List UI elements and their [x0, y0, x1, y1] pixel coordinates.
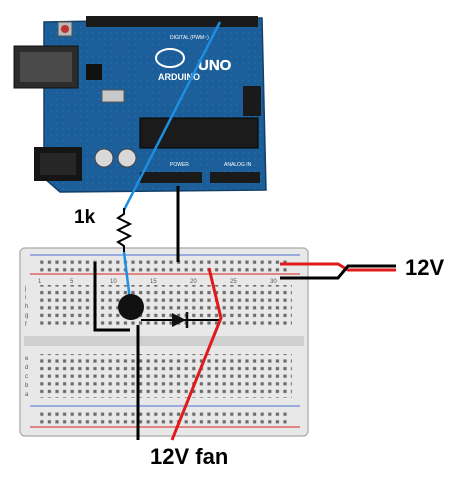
row-letter: b [25, 383, 29, 389]
column-number: 10 [110, 279, 117, 285]
power-label: POWER [170, 162, 189, 168]
base-wire [122, 251, 132, 301]
icsp-header [243, 86, 261, 116]
analog-label: ANALOG IN [224, 162, 252, 168]
transistor [118, 294, 144, 320]
center-channel [24, 336, 304, 346]
fan-label: 12V fan [150, 444, 229, 469]
supply-positive-wire [280, 262, 396, 272]
positive-wire-inner [170, 267, 223, 441]
column-number: 30 [270, 279, 277, 285]
emitter-wire [93, 262, 130, 332]
row-letter: e [25, 356, 29, 362]
column-number: 15 [150, 279, 157, 285]
column-number: 5 [70, 279, 74, 285]
digital-header [86, 16, 258, 27]
board-brand: ARDUINO [158, 72, 200, 82]
breadboard: j i h g f e d c b a 1 5 10 15 20 25 30 [19, 247, 309, 437]
row-letter: a [25, 392, 29, 398]
analog-header [210, 172, 260, 183]
row-letter: j [24, 286, 26, 292]
capacitor [94, 148, 114, 168]
supply-negative-wire [280, 264, 396, 280]
row-letter: g [25, 313, 28, 319]
column-number: 1 [38, 279, 42, 285]
column-number: 25 [230, 279, 237, 285]
atmega-chip [139, 117, 259, 149]
column-number: 20 [190, 279, 197, 285]
resistor-label: 1k [74, 207, 96, 228]
resistor [115, 208, 133, 252]
row-letter: i [25, 295, 26, 301]
supply-label: 12V [405, 255, 445, 280]
signal-wire [122, 21, 222, 211]
row-letter: d [25, 365, 28, 371]
arduino-logo-icon [155, 48, 185, 68]
diode [172, 313, 186, 327]
board-model: UNO [198, 57, 232, 74]
row-letter: f [25, 322, 27, 328]
row-letter: h [25, 304, 28, 310]
row-letter: c [25, 374, 28, 380]
power-header [140, 172, 202, 183]
lower-terminal-holes [36, 354, 292, 398]
bottom-rail-holes [38, 409, 288, 425]
capacitor [117, 148, 137, 168]
arduino-board: ARDUINO UNO DIGITAL (PWM~) POWER ANALOG … [13, 16, 267, 193]
digital-label: DIGITAL (PWM~) [170, 35, 209, 41]
top-rail-holes [38, 258, 288, 273]
